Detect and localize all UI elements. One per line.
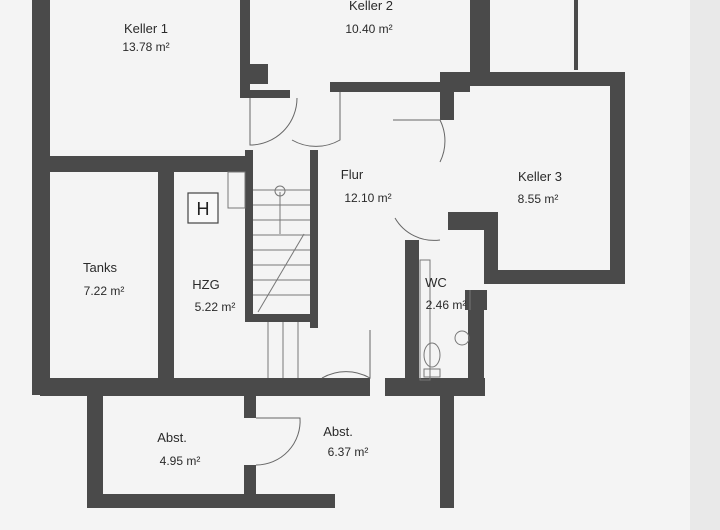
room-name-hzg: HZG — [192, 277, 219, 292]
room-area-flur: 12.10 m² — [344, 191, 391, 205]
room-name-flur: Flur — [341, 167, 364, 182]
room-name-wc: WC — [425, 275, 447, 290]
sink-icon — [454, 330, 470, 346]
room-name-abst-2: Abst. — [323, 424, 353, 439]
doors — [249, 92, 471, 466]
heating-symbol: H — [197, 199, 210, 219]
toilet-icon — [423, 342, 441, 368]
walls — [32, 0, 625, 508]
room-name-abst-1: Abst. — [157, 430, 187, 445]
room-name-keller-1: Keller 1 — [124, 21, 168, 36]
room-name-keller-2: Keller 2 — [349, 0, 393, 13]
room-area-abst-2: 6.37 m² — [328, 445, 369, 459]
room-area-keller-3: 8.55 m² — [518, 192, 559, 206]
room-area-tanks: 7.22 m² — [84, 284, 125, 298]
room-area-hzg: 5.22 m² — [195, 300, 236, 314]
room-area-wc: 2.46 m² — [426, 298, 467, 312]
room-area-keller-2: 10.40 m² — [345, 22, 392, 36]
edge-shadow — [690, 0, 720, 530]
wc-fixtures — [419, 259, 470, 381]
heating-symbol-box — [187, 192, 219, 224]
room-name-tanks: Tanks — [83, 260, 117, 275]
room-area-keller-1: 13.78 m² — [122, 40, 169, 54]
hzg-fixtures: H — [187, 171, 246, 224]
room-labels: Keller 1 13.78 m² Keller 2 10.40 m² Flur… — [83, 0, 562, 468]
stairs — [253, 185, 310, 378]
room-name-keller-3: Keller 3 — [518, 169, 562, 184]
room-area-abst-1: 4.95 m² — [160, 454, 201, 468]
